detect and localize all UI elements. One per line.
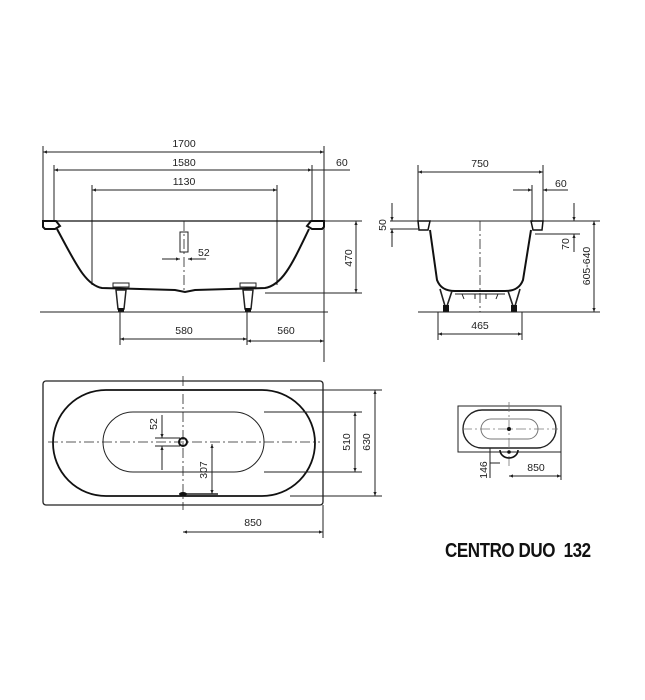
svg-text:465: 465: [471, 320, 489, 332]
svg-text:60: 60: [336, 157, 348, 169]
svg-text:510: 510: [341, 433, 353, 451]
svg-text:580: 580: [175, 325, 193, 337]
svg-text:60: 60: [555, 178, 567, 190]
small-top-view: 146 850: [457, 402, 562, 480]
top-view: 52 307 510 630 850: [42, 376, 382, 538]
product-title: CENTRO DUO 132: [445, 540, 591, 562]
svg-text:1130: 1130: [173, 176, 196, 188]
svg-text:630: 630: [361, 433, 373, 451]
svg-text:560: 560: [277, 325, 295, 337]
svg-text:1580: 1580: [172, 157, 196, 169]
svg-text:52: 52: [198, 247, 210, 259]
svg-text:70: 70: [560, 238, 572, 250]
svg-text:146: 146: [478, 461, 490, 479]
svg-text:750: 750: [471, 158, 489, 170]
side-foot-left: [112, 282, 130, 312]
svg-text:850: 850: [527, 462, 545, 474]
side-view: 1700 1580 60 1130 52: [40, 138, 362, 362]
svg-text:850: 850: [244, 517, 262, 529]
svg-text:1700: 1700: [172, 138, 196, 150]
svg-text:52: 52: [148, 418, 160, 430]
svg-text:605-640: 605-640: [581, 247, 593, 286]
side-foot-right: [239, 282, 257, 312]
svg-text:470: 470: [343, 249, 355, 267]
svg-text:50: 50: [377, 219, 389, 231]
svg-text:307: 307: [198, 461, 210, 479]
end-view: 750 60 50 70 605-640: [377, 158, 600, 340]
